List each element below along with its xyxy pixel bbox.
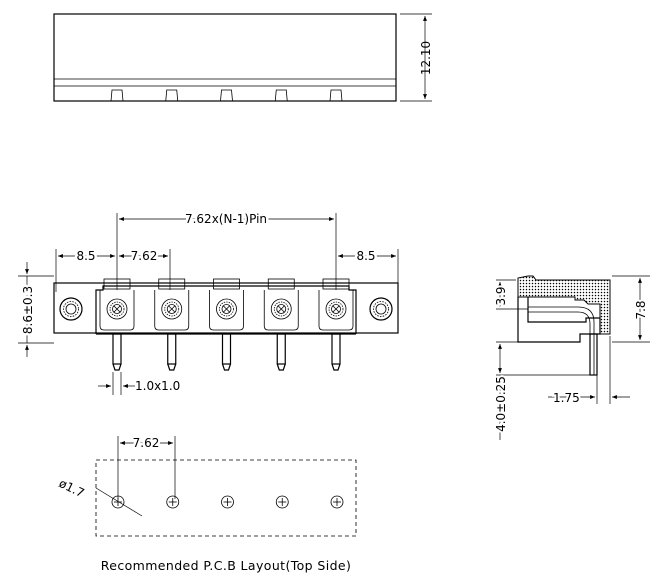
front-pin xyxy=(167,333,177,365)
pcb-hole-array xyxy=(111,495,344,509)
front-pin xyxy=(276,333,286,365)
pcb-hole-label: ø1.7 xyxy=(57,476,87,500)
side-offset-label: 1.75 xyxy=(553,391,580,405)
terminal-cell xyxy=(318,278,354,331)
pcb-layout-caption: Recommended P.C.B Layout(Top Side) xyxy=(101,558,352,573)
pitch-total-label: 7.62x(N-1)Pin xyxy=(185,212,267,226)
terminal-cell xyxy=(99,278,135,331)
side-upper-label: 3.9 xyxy=(494,286,508,305)
side-height-label: 8.6±0.3 xyxy=(21,286,35,334)
side-pin xyxy=(589,333,598,376)
top-view-tab xyxy=(329,89,343,102)
mounting-flange xyxy=(53,282,399,334)
side-pin-length-label: 4.0±0.25 xyxy=(494,376,508,432)
front-pin-array xyxy=(99,278,354,371)
mounting-hole-left xyxy=(59,297,83,321)
top-view: 12.10 xyxy=(53,13,433,102)
front-pin xyxy=(331,333,341,365)
top-view-tab xyxy=(220,89,233,102)
pcb-hole xyxy=(166,495,180,509)
side-housing-section xyxy=(517,275,611,335)
side-total-height-label: 7.8 xyxy=(634,300,648,319)
left-margin-label: 8.5 xyxy=(76,249,95,263)
top-view-tabs xyxy=(110,89,343,102)
front-view: 7.62x(N-1)Pin 8.5 7.62 8.5 8.6±0.3 xyxy=(18,210,399,395)
pcb-hole xyxy=(330,495,344,509)
terminal-cell xyxy=(154,278,190,331)
mounting-hole-right xyxy=(369,297,393,321)
front-pin-tip xyxy=(167,363,177,371)
top-view-tab xyxy=(110,89,124,102)
pcb-hole xyxy=(221,495,234,509)
front-pin-tip xyxy=(112,363,122,371)
pcb-outline xyxy=(95,459,357,537)
pcb-pitch-label: 7.62 xyxy=(133,436,160,450)
pitch-label: 7.62 xyxy=(131,249,158,263)
right-margin-label: 8.5 xyxy=(356,249,375,263)
pcb-hole xyxy=(275,495,289,509)
front-pin xyxy=(221,333,232,365)
top-view-tab xyxy=(165,89,179,102)
side-housing-lower xyxy=(517,297,601,343)
side-view: 3.9 7.8 4.0±0.25 1.75 xyxy=(492,275,650,440)
top-view-tab xyxy=(274,89,288,102)
front-pin-tip xyxy=(331,363,341,371)
hole-leader-line xyxy=(95,487,143,517)
front-pin-tip xyxy=(221,363,232,371)
front-pin-tip xyxy=(276,363,286,371)
side-pin-bend xyxy=(577,306,595,375)
top-view-body xyxy=(53,13,397,102)
pcb-hole xyxy=(111,495,125,509)
pin-size-label: 1.0x1.0 xyxy=(135,379,180,393)
pcb-layout: 7.62 ø1.7 Recommended P.C.B Layout(Top S… xyxy=(57,434,357,573)
side-pin-bend xyxy=(577,311,591,375)
terminal-cell xyxy=(263,278,299,331)
top-view-height-label: 12.10 xyxy=(419,41,433,75)
terminal-cell xyxy=(209,278,244,331)
front-pin xyxy=(112,333,122,365)
header-housing xyxy=(95,285,357,334)
